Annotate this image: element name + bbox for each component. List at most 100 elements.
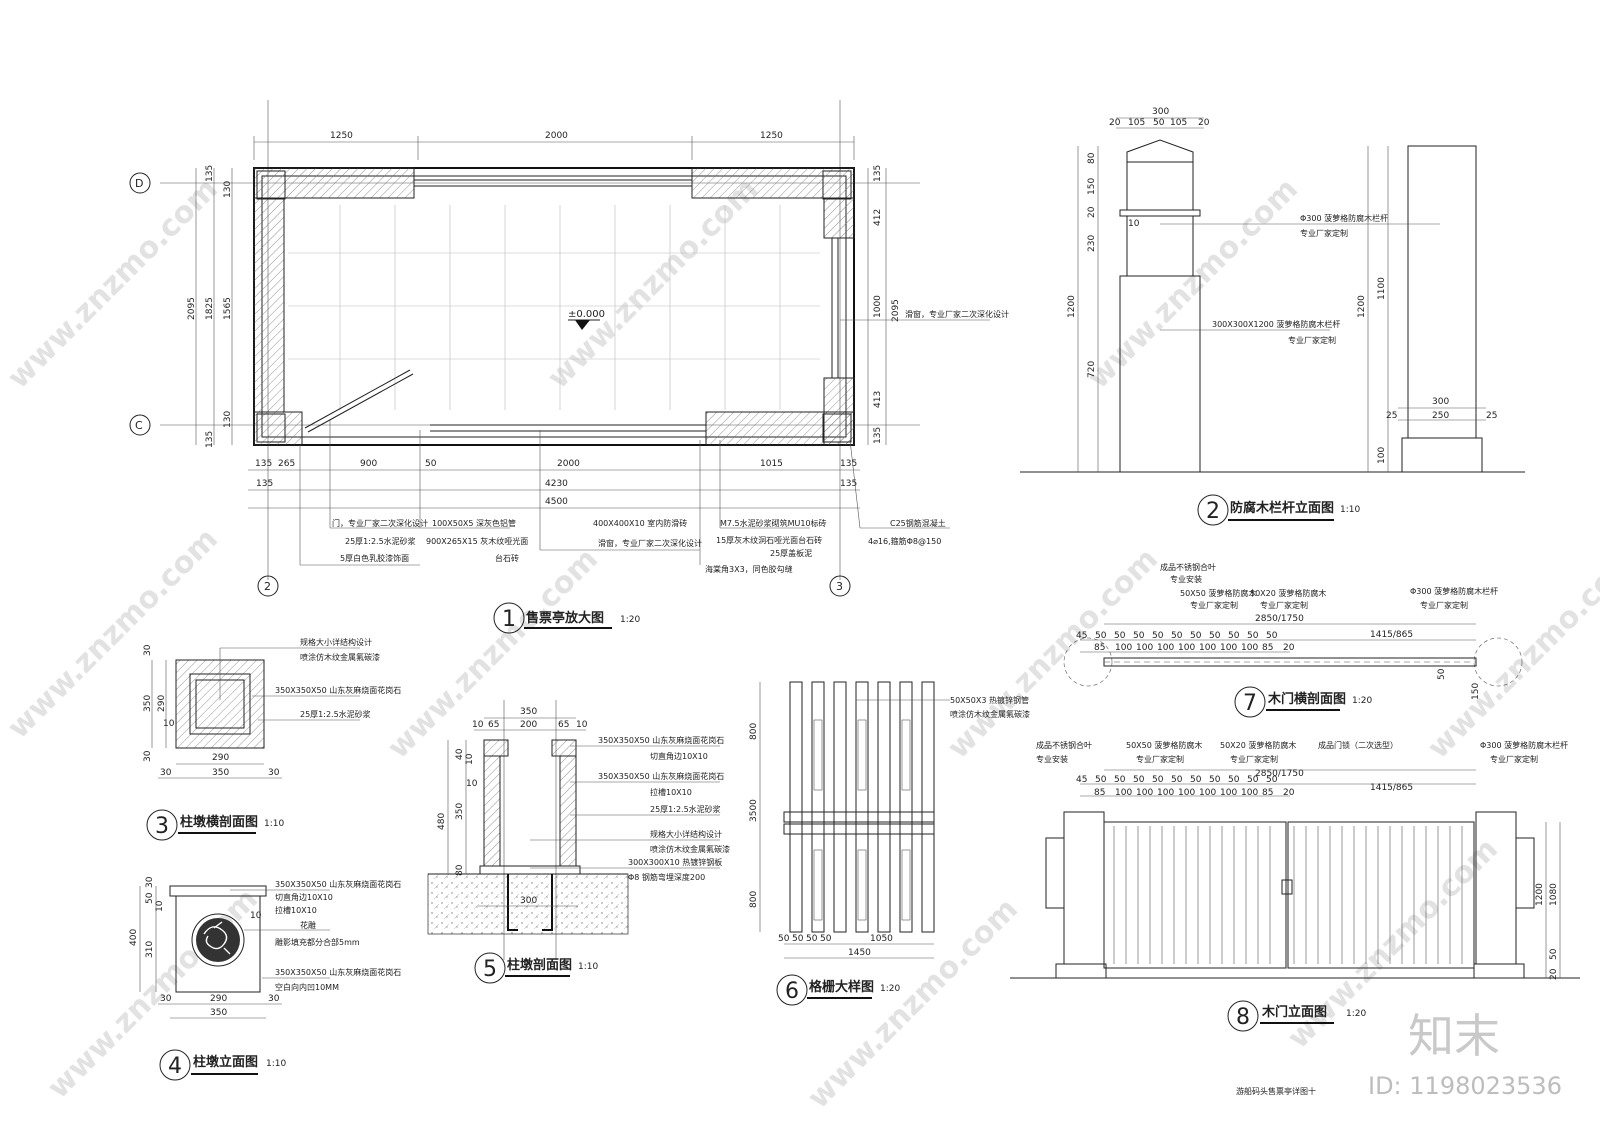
view-scale: 1:20: [620, 615, 640, 625]
dim-text: 85: [1094, 788, 1105, 798]
pier-cross-section-view: 规格大小详结构设计 喷涂仿木纹金属氟碳漆 350X350X50 山东灰麻烧面花岗…: [143, 637, 401, 841]
dim-text: 1415/865: [1370, 630, 1413, 640]
dim-text: 4500: [545, 497, 568, 507]
dim-text: 3500: [749, 799, 759, 822]
dim-text: 100: [1136, 788, 1153, 798]
dim-text: 135: [873, 427, 883, 444]
railing-elevation-view: 300 20 105 50 105 20 80 150 20 230 720 1…: [1020, 107, 1525, 526]
dim-text: 50: [1549, 948, 1559, 960]
note-text: 350X350X50 山东灰麻烧面花岗石: [598, 771, 724, 781]
note-text: 喷涂仿木纹金属氟碳漆: [650, 844, 730, 854]
note-text: 350X350X50 山东灰麻烧面花岗石: [275, 879, 401, 889]
note-text: 专业厂家定制: [1260, 600, 1308, 610]
plan-view: D C 2 3: [129, 100, 1009, 634]
view-number-bubble: [1227, 1000, 1259, 1032]
dim-text: 1200: [1535, 883, 1545, 906]
note-text: 拉槽10X10: [650, 787, 692, 797]
note-text: 50X50 菠萝格防腐木: [1180, 588, 1256, 598]
dim-text: 310: [145, 941, 155, 958]
note-text: 350X350X50 山东灰麻烧面花岗石: [275, 685, 401, 695]
dim-text: 250: [1432, 411, 1449, 421]
dim-text: 100: [1178, 643, 1195, 653]
dim-text: 100: [1241, 788, 1258, 798]
view-number-bubble: [159, 1049, 191, 1081]
dim-text: 30: [160, 768, 172, 778]
dim-text: 1250: [330, 131, 353, 141]
note-text: 成品不锈钢合叶: [1160, 562, 1216, 572]
dim-text: 105: [1170, 118, 1187, 128]
dim-text: 20: [1283, 643, 1295, 653]
dim-text: 100: [1115, 788, 1132, 798]
note-text: 300X300X10 热镀锌钢板: [628, 857, 722, 867]
dim-text: 50: [1209, 775, 1221, 785]
note-text: 15厚灰木纹洞石哑光面台石砖: [716, 535, 822, 545]
dim-text: 50: [1266, 631, 1278, 641]
dim-text: 2095: [891, 299, 901, 322]
dim-text: 50: [1228, 775, 1240, 785]
dim-text: 30: [268, 994, 280, 1004]
note-text: 专业厂家定制: [1230, 754, 1278, 764]
note-text: 50X20 菠萝格防腐木: [1220, 740, 1296, 750]
view-number-bubble: [776, 974, 808, 1006]
dim-text: 50: [1153, 118, 1165, 128]
axis-label-d: D: [135, 177, 143, 190]
dim-text: 100: [1220, 643, 1237, 653]
dim-text: 50: [1437, 668, 1447, 680]
dim-text: 45: [1076, 631, 1087, 641]
watermark: www.znzmo.com: [381, 542, 605, 766]
dim-text: 230: [1087, 235, 1097, 252]
dim-text: 50: [1171, 631, 1183, 641]
dim-text: 30: [145, 876, 155, 888]
dim-text: 350: [212, 768, 229, 778]
note-text: 350X350X50 山东灰麻烧面花岗石: [275, 967, 401, 977]
dim-text: 100: [1178, 788, 1195, 798]
dim-text: 50: [1133, 775, 1145, 785]
dim-text: 1200: [1357, 295, 1367, 318]
note-text: Φ8 钢筋弯埋深度200: [628, 872, 705, 882]
note-text: 25厚盖板泥: [770, 548, 812, 558]
dim-text: 400: [129, 929, 139, 946]
dim-text: 40: [455, 748, 465, 760]
axis-bubble-d: [129, 172, 151, 194]
dim-text: 350: [455, 803, 465, 820]
note-text: 海棠角3X3，同色胶勾缝: [705, 564, 793, 574]
dim-text: 480: [437, 813, 447, 830]
dim-text: 10: [465, 753, 475, 765]
note-text: 成品门锁（二次选型）: [1318, 740, 1398, 750]
view-number-bubble: [1197, 494, 1229, 526]
dim-text: 100: [1157, 643, 1174, 653]
watermark: www.znzmo.com: [541, 172, 765, 396]
dim-text: 1825: [205, 297, 215, 320]
view-scale: 1:10: [1340, 505, 1360, 515]
dim-text: 135: [840, 459, 857, 469]
dim-text: 150: [1471, 683, 1481, 700]
dim-text: 10: [250, 911, 262, 921]
dim-text: 800: [749, 891, 759, 908]
view-scale: 1:10: [264, 819, 284, 829]
dim-text: 50: [1247, 631, 1259, 641]
dim-text: 25: [1386, 411, 1397, 421]
dim-text: 135: [205, 431, 215, 448]
view-scale: 1:20: [880, 984, 900, 994]
dim-text: 50: [792, 934, 804, 944]
note-text: 25厚1:2.5水泥砂浆: [300, 709, 371, 719]
note-text: 4⌀16,箍筋Φ8@150: [868, 536, 941, 546]
dim-text: 1415/865: [1370, 783, 1413, 793]
dim-text: 150: [1087, 178, 1097, 195]
axis-label-3: 3: [836, 580, 843, 593]
dim-text: 50: [1266, 775, 1278, 785]
view-title: 防腐木栏杆立面图: [1230, 500, 1334, 516]
note-text: 切直角边10X10: [275, 892, 333, 902]
dim-text: 20: [1198, 118, 1210, 128]
view-number: 2: [1206, 499, 1220, 524]
note-text: 空白向内凹10MM: [275, 982, 339, 992]
pier-elevation-view: 350X350X50 山东灰麻烧面花岗石 切直角边10X10 拉槽10X10 花…: [129, 876, 401, 1081]
view-title: 柱墩立面图: [193, 1054, 258, 1070]
axis-bubble-c: [129, 414, 151, 436]
view-scale: 1:20: [1352, 696, 1372, 706]
dim-text: 50: [1209, 631, 1221, 641]
dim-text: 2850/1750: [1255, 614, 1304, 624]
dim-text: 100: [1199, 788, 1216, 798]
note-text: 规格大小详结构设计: [300, 637, 372, 647]
dim-text: 50: [1247, 775, 1259, 785]
